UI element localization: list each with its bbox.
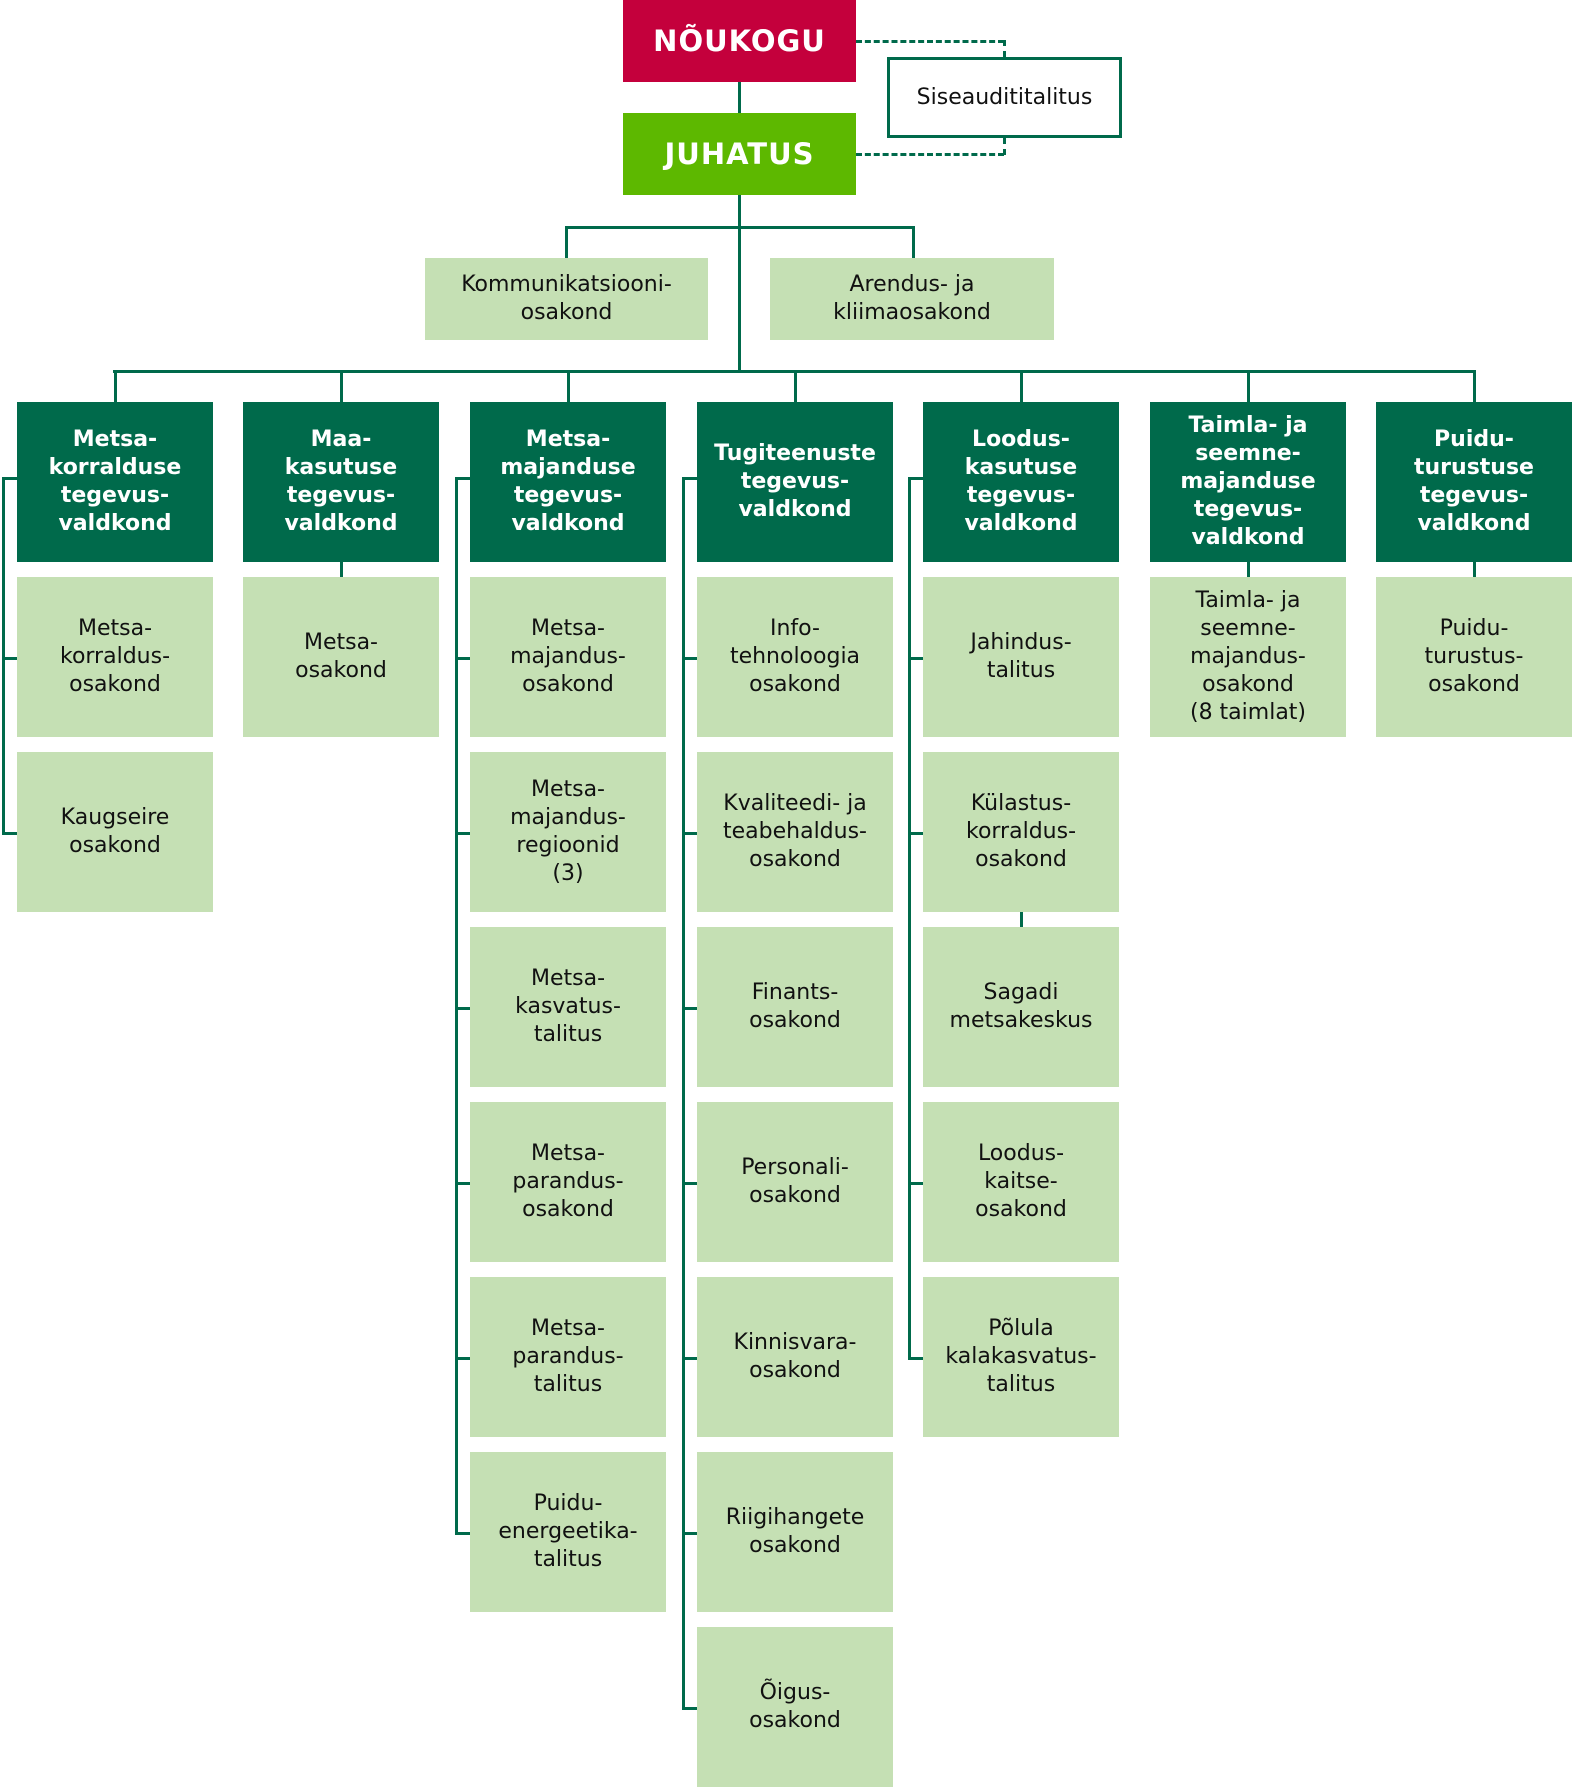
staff-dept-communication: Kommunikatsiooni- osakond: [425, 258, 708, 340]
connector-spine-top: [682, 477, 697, 480]
unit-box: Külastus- korraldus- osakond: [923, 752, 1119, 912]
connector-spine-top: [908, 477, 923, 480]
unit-box: Põlula kalakasvatus- talitus: [923, 1277, 1119, 1437]
dashed-board-audit-v: [1003, 40, 1006, 57]
dashed-exec-audit: [856, 153, 1004, 156]
connector-spine-tick: [455, 832, 470, 835]
connector-spine-tick: [682, 657, 697, 660]
unit-box: Metsa- parandus- osakond: [470, 1102, 666, 1262]
connector-spine-tick: [455, 1532, 470, 1535]
unit-box: Õigus- osakond: [697, 1627, 893, 1787]
connector-spine: [908, 477, 911, 1360]
unit-box: Metsa- osakond: [243, 577, 439, 737]
connector-board-exec: [738, 82, 741, 113]
dashed-board-audit: [856, 40, 1004, 43]
unit-box: Jahindus- talitus: [923, 577, 1119, 737]
unit-box: Loodus- kaitse- osakond: [923, 1102, 1119, 1262]
connector-spine-tick: [2, 657, 17, 660]
connector-spine-tick: [908, 1182, 923, 1185]
dashed-exec-audit-v: [1003, 138, 1006, 155]
connector-spine-tick: [682, 1532, 697, 1535]
connector-spine-tick: [2, 832, 17, 835]
connector-spine-tick: [908, 657, 923, 660]
unit-box: Riigihangete osakond: [697, 1452, 893, 1612]
area-header-4: Loodus- kasutuse tegevus- valdkond: [923, 402, 1119, 562]
connector-spine: [455, 477, 458, 1535]
connector-spine-tick: [682, 1007, 697, 1010]
unit-box: Taimla- ja seemne- majandus- osakond (8 …: [1150, 577, 1346, 737]
unit-box: Metsa- kasvatus- talitus: [470, 927, 666, 1087]
area-header-3: Tugiteenuste tegevus- valdkond: [697, 402, 893, 562]
connector-area-unit: [1247, 562, 1250, 577]
connector-area-drop: [1020, 371, 1023, 402]
connector-hang: [1020, 912, 1023, 927]
connector-area-drop: [1247, 371, 1250, 402]
connector-spine: [682, 477, 685, 1710]
connector-spine: [2, 477, 5, 835]
connector-area-drop: [794, 371, 797, 402]
area-header-1: Maa- kasutuse tegevus- valdkond: [243, 402, 439, 562]
connector-area-drop: [1473, 371, 1476, 402]
connector-spine-tick: [455, 657, 470, 660]
unit-box: Puidu- energeetika- talitus: [470, 1452, 666, 1612]
area-header-6: Puidu- turustuse tegevus- valdkond: [1376, 402, 1572, 562]
connector-area-unit: [340, 562, 343, 577]
area-header-5: Taimla- ja seemne- majanduse tegevus- va…: [1150, 402, 1346, 562]
unit-box: Sagadi metsakeskus: [923, 927, 1119, 1087]
connector-spine-tick: [682, 832, 697, 835]
connector-spine-tick: [455, 1357, 470, 1360]
unit-box: Puidu- turustus- osakond: [1376, 577, 1572, 737]
executive-box: JUHATUS: [623, 113, 856, 195]
connector-spine-tick: [908, 1357, 923, 1360]
connector-staff-left: [565, 226, 568, 258]
unit-box: Metsa- majandus- regioonid (3): [470, 752, 666, 912]
internal-audit-box: Siseaudititalitus: [887, 57, 1122, 138]
connector-spine-top: [455, 477, 470, 480]
unit-box: Personali- osakond: [697, 1102, 893, 1262]
unit-box: Kinnisvara- osakond: [697, 1277, 893, 1437]
connector-area-drop: [114, 371, 117, 402]
unit-box: Kvaliteedi- ja teabehaldus- osakond: [697, 752, 893, 912]
board-box: NÕUKOGU: [623, 0, 856, 82]
connector-spine-top: [2, 477, 17, 480]
connector-staff-right: [912, 226, 915, 258]
connector-spine-tick: [682, 1707, 697, 1710]
unit-box: Metsa- majandus- osakond: [470, 577, 666, 737]
connector-spine-tick: [455, 1007, 470, 1010]
connector-area-drop: [567, 371, 570, 402]
unit-box: Kaugseire osakond: [17, 752, 213, 912]
connector-exec-down: [738, 195, 741, 373]
connector-spine-tick: [682, 1182, 697, 1185]
area-header-2: Metsa- majanduse tegevus- valdkond: [470, 402, 666, 562]
unit-box: Metsa- korraldus- osakond: [17, 577, 213, 737]
unit-box: Metsa- parandus- talitus: [470, 1277, 666, 1437]
connector-spine-tick: [455, 1182, 470, 1185]
staff-dept-development-climate: Arendus- ja kliimaosakond: [770, 258, 1054, 340]
connector-area-drop: [340, 371, 343, 402]
area-header-0: Metsa- korralduse tegevus- valdkond: [17, 402, 213, 562]
connector-area-unit: [1473, 562, 1476, 577]
connector-spine-tick: [682, 1357, 697, 1360]
unit-box: Info- tehnoloogia osakond: [697, 577, 893, 737]
connector-spine-tick: [908, 832, 923, 835]
unit-box: Finants- osakond: [697, 927, 893, 1087]
connector-staff-bar: [565, 226, 915, 229]
